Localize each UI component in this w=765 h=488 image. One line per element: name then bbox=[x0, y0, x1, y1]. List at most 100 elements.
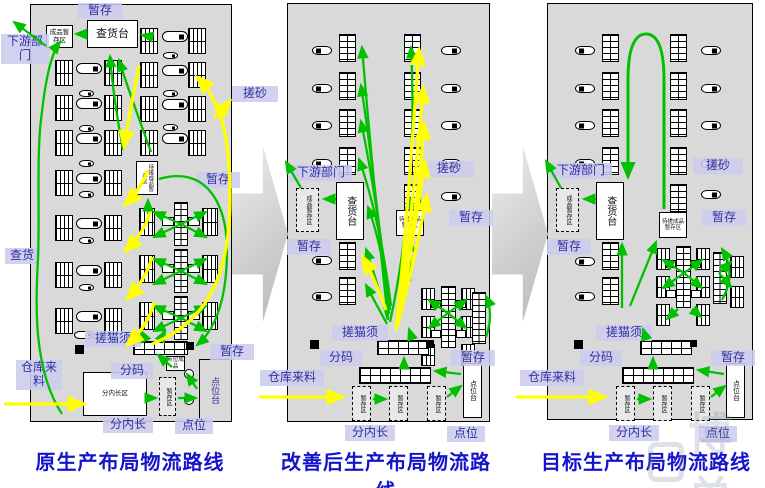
machine-capsule-icon bbox=[76, 173, 102, 184]
box-inspection-table: 查货台 bbox=[336, 182, 364, 240]
small-machine-icon bbox=[163, 52, 178, 59]
label-sand-rubbing: 搓砂 bbox=[693, 158, 743, 174]
cell-wing-icon bbox=[188, 217, 200, 226]
shelf-line-icon bbox=[676, 246, 691, 308]
label-inner-length: 分内长 bbox=[345, 425, 395, 441]
label-temp-storage: 暂存 bbox=[449, 210, 493, 226]
machine-capsule-icon bbox=[76, 218, 102, 229]
shelf-rack-icon bbox=[602, 242, 619, 270]
spot-station-label: 点位台 bbox=[210, 376, 221, 404]
label-inner-length: 分内长 bbox=[103, 417, 153, 433]
machine-capsule-icon bbox=[162, 31, 188, 42]
machine-rack-icon bbox=[55, 215, 73, 241]
label-downstream-dept: 下游部门 bbox=[1, 34, 49, 64]
machine-capsule-icon bbox=[76, 133, 102, 144]
shelf-line-icon bbox=[472, 292, 486, 344]
box-finished-storage: 成品暂存区 bbox=[296, 188, 319, 232]
spot-station-region: 点位台 bbox=[199, 359, 230, 420]
shelf-rack-icon bbox=[404, 34, 421, 62]
shelf-line-icon bbox=[441, 286, 456, 348]
machine-capsule-icon bbox=[312, 121, 332, 130]
machine-capsule-icon bbox=[441, 46, 461, 55]
shelf-rack-icon bbox=[670, 109, 687, 137]
shelf-rack-icon bbox=[339, 242, 356, 270]
machine-capsule-icon bbox=[575, 257, 595, 266]
cell-wing-icon bbox=[431, 300, 441, 308]
label-downstream-dept: 下游部门 bbox=[550, 163, 612, 179]
machine-capsule-icon bbox=[701, 84, 721, 93]
worktable-icon bbox=[622, 367, 694, 384]
watermark-text: 博单 bbox=[688, 410, 733, 488]
label-temp-storage: 暂存 bbox=[196, 172, 240, 188]
shelf-rack-icon bbox=[670, 147, 687, 175]
label-goods-inspect: 查货 bbox=[5, 248, 39, 264]
label-cat-whisker: 搓猫须 bbox=[596, 325, 652, 341]
small-machine-icon bbox=[163, 124, 178, 131]
label-inner-length: 分内长 bbox=[609, 425, 659, 441]
shelf-rack-icon bbox=[670, 72, 687, 100]
label-sand-rubbing: 搓砂 bbox=[424, 161, 474, 177]
machine-capsule-icon bbox=[76, 311, 102, 322]
cell-wing-icon bbox=[456, 330, 466, 338]
box-temp-storage-cell: 暂存区 bbox=[616, 386, 635, 421]
machine-rack-icon bbox=[140, 130, 158, 156]
box-spot-station: 点位台 bbox=[463, 363, 482, 418]
machine-rack-icon bbox=[139, 255, 155, 283]
box-temp-storage-cell: 暂存区 bbox=[427, 386, 446, 421]
cell-wing-icon bbox=[666, 290, 676, 298]
shelf-line-icon bbox=[174, 296, 188, 340]
marker-square-icon bbox=[574, 340, 583, 349]
machine-rack-icon bbox=[140, 62, 158, 88]
box-finished-storage: 成品暂存区 bbox=[46, 25, 73, 48]
machine-capsule-icon bbox=[575, 84, 595, 93]
cell-wing-icon bbox=[691, 290, 701, 298]
chevron-arrow-icon bbox=[492, 146, 548, 322]
machine-capsule-icon bbox=[575, 292, 595, 301]
machine-rack-icon bbox=[104, 215, 122, 241]
machine-capsule-icon bbox=[701, 46, 721, 55]
machine-capsule-icon bbox=[701, 121, 721, 130]
machine-rack-icon bbox=[202, 255, 218, 283]
machine-rack-icon bbox=[188, 130, 206, 156]
label-cat-whisker: 搓猫须 bbox=[332, 325, 388, 341]
panel-title-target: 目标生产布局物流路线 bbox=[541, 452, 751, 474]
label-temp-storage: 暂存 bbox=[287, 239, 331, 255]
label-spot: 点位 bbox=[447, 426, 485, 442]
worktable-icon bbox=[377, 340, 429, 355]
panel-title-improved: 改善后生产布局物流路线 bbox=[281, 452, 491, 488]
machine-capsule-icon bbox=[575, 121, 595, 130]
machine-rack-icon bbox=[104, 170, 122, 196]
shelf-rack-icon bbox=[602, 34, 619, 62]
machine-capsule-icon bbox=[701, 190, 721, 199]
box-temp-storage-cell: 暂存区 bbox=[389, 386, 408, 421]
worktable-icon bbox=[133, 341, 188, 355]
machine-rack-icon bbox=[104, 95, 122, 121]
label-spot: 点位 bbox=[175, 418, 213, 434]
cell-wing-icon bbox=[162, 264, 174, 273]
watermark: 博单 bbox=[648, 398, 765, 488]
panel-title-original: 原生产布局物流路线 bbox=[35, 452, 225, 474]
watermark-logo-icon bbox=[648, 442, 685, 482]
box-temp-storage-cell: 暂存区 bbox=[691, 386, 710, 421]
label-sorting: 分码 bbox=[111, 363, 153, 379]
shelf-rack-icon bbox=[602, 72, 619, 100]
machine-rack-icon bbox=[55, 95, 73, 121]
marker-square-icon bbox=[310, 340, 319, 349]
machine-rack-icon bbox=[55, 130, 73, 156]
small-machine-icon bbox=[79, 237, 94, 244]
marker-square-icon bbox=[186, 342, 194, 350]
machine-capsule-icon bbox=[441, 121, 461, 130]
small-machine-icon bbox=[79, 284, 94, 291]
shelf-rack-icon bbox=[339, 72, 356, 100]
small-machine-icon bbox=[163, 90, 178, 97]
box-inspection-table: 查货台 bbox=[87, 20, 138, 48]
label-downstream-dept: 下游部门 bbox=[290, 165, 352, 181]
cell-wing-icon bbox=[188, 264, 200, 273]
label-warehouse-incoming: 仓库来料 bbox=[16, 360, 62, 390]
machine-rack-icon bbox=[730, 256, 744, 278]
label-temp-storage: 暂存 bbox=[711, 350, 755, 366]
machine-capsule-icon bbox=[162, 99, 188, 110]
worktable-icon bbox=[359, 367, 431, 384]
machine-capsule-icon bbox=[312, 46, 332, 55]
shelf-rack-icon bbox=[339, 34, 356, 62]
